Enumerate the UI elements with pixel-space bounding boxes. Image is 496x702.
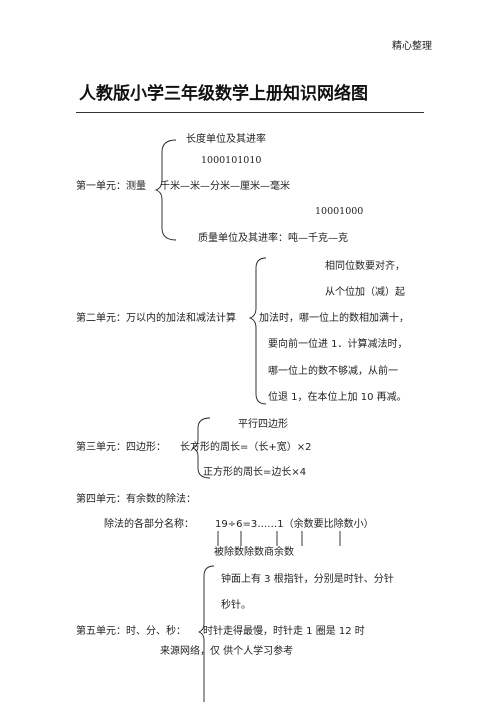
unit3-brace: [191, 417, 211, 479]
unit1-length-title: 长度单位及其进率: [186, 134, 266, 145]
unit1-mass-rates: 10001000: [315, 206, 364, 217]
header-label: 精心整理: [392, 41, 432, 52]
footer-text: 来源网络，仅 供个人学习参考: [160, 646, 294, 657]
unit1-label: 第一单元：测量: [76, 181, 146, 192]
unit3-item1: 平行四边形: [238, 419, 288, 430]
unit1-length-units: 千米—米—分米—厘米—毫米: [160, 181, 290, 192]
unit1-mass-title: 质量单位及其进率：吨—千克—克: [198, 233, 348, 244]
unit2-label: 第二单元：万以内的加法和减法计算: [76, 313, 236, 324]
title-divider: [76, 112, 424, 113]
unit2-line6: 位退 1，在本位上加 10 再减。: [268, 392, 407, 403]
unit2-line3: 加法时，哪一位上的数相加满十，: [259, 313, 409, 324]
unit1-length-rates: 1000101010: [201, 155, 262, 166]
page-title: 人教版小学三年级数学上册知识网络图: [79, 84, 368, 104]
unit4-parts-label: 除法的各部分名称：: [104, 519, 194, 530]
unit2-line1: 相同位数要对齐，: [325, 261, 405, 272]
unit5-label: 第五单元：时、分、秒：: [76, 626, 186, 637]
unit2-line4: 要向前一位进 1．计算减法时，: [268, 339, 408, 350]
unit5-brace: [197, 565, 215, 702]
unit3-item2: 长方形的周长=（长+宽）×2: [180, 442, 312, 453]
unit3-label: 第三单元：四边形：: [76, 442, 166, 453]
unit1-brace: [154, 139, 177, 241]
unit4-label: 第四单元：有余数的除法：: [76, 494, 196, 505]
unit4-names: 被除数除数商余数: [214, 547, 294, 558]
unit4-equation: 19÷6=3……1（余数要比除数小）: [215, 519, 374, 530]
unit5-line1: 钟面上有 3 根指针，分别是时针、分针: [221, 574, 394, 585]
unit5-line2: 秒针。: [221, 600, 251, 611]
unit3-item3: 正方形的周长=边长×4: [203, 467, 307, 478]
unit2-line5: 哪一位上的数不够减，从前一: [268, 366, 398, 377]
unit2-line2: 从个位加（减）起: [325, 287, 405, 298]
unit2-brace: [248, 257, 267, 405]
unit5-line3: 时针走得最慢，时针走 1 圈是 12 时: [203, 626, 365, 637]
